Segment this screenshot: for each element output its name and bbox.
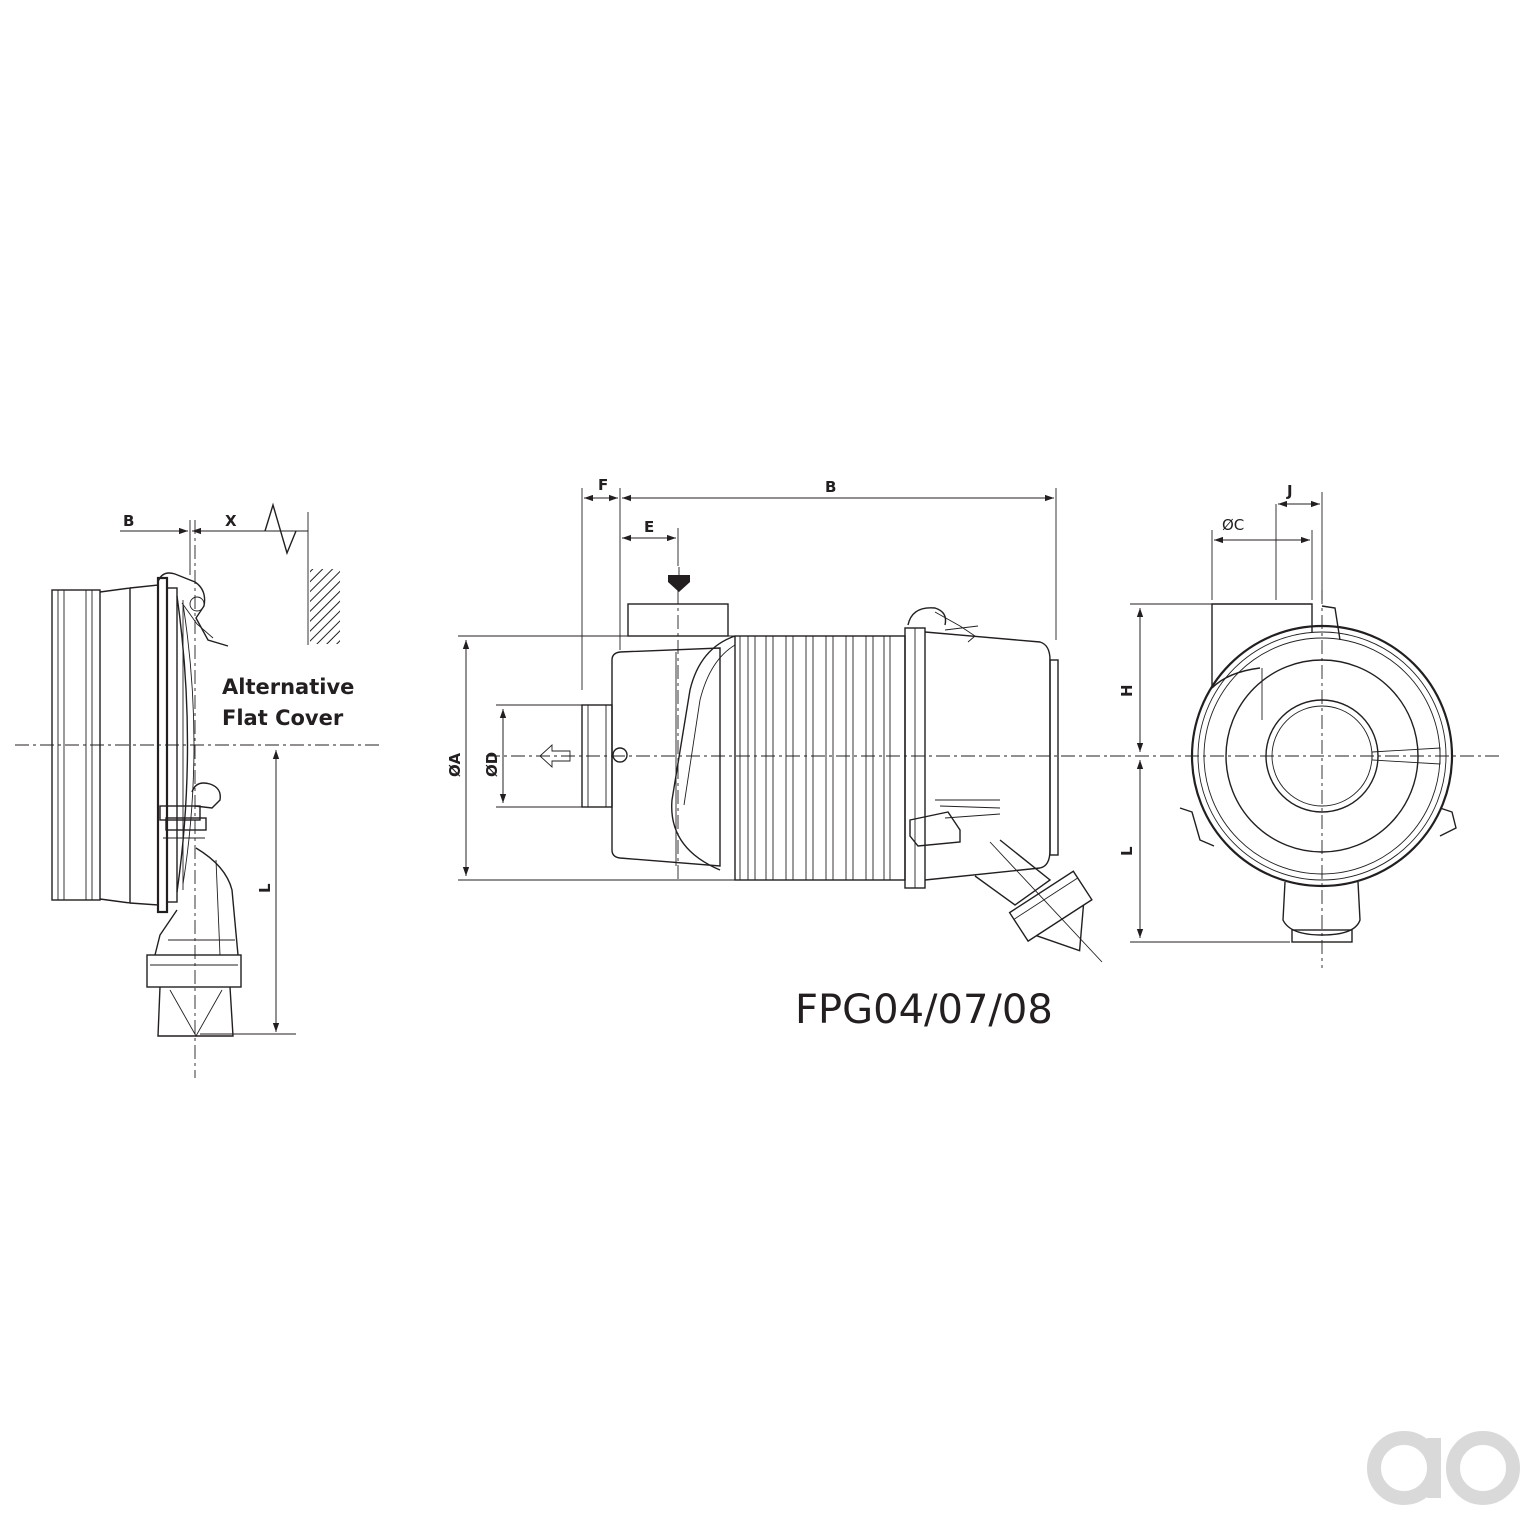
model-label: FPG04/07/08	[795, 987, 1053, 1033]
main-dim-d-label: ØD	[483, 752, 501, 777]
note-line-2: Flat Cover	[222, 706, 344, 730]
side-dim-b-label: B	[123, 512, 134, 530]
main-dim-e-label: E	[644, 518, 654, 536]
end-dim-l-label: L	[1118, 846, 1136, 856]
end-view: J ØC H L	[1110, 482, 1500, 968]
end-dim-j-label: J	[1286, 482, 1293, 500]
side-view: B X L Alternative Flat Cover	[15, 502, 380, 1078]
main-view: F B E ØA ØD	[446, 476, 1130, 963]
end-dim-c-label: ØC	[1222, 516, 1244, 534]
ao-logo	[1367, 1431, 1520, 1505]
note-line-1: Alternative	[222, 675, 354, 699]
side-dim-x-label: X	[225, 512, 237, 530]
wall-hatch	[310, 569, 340, 644]
main-dim-f-label: F	[598, 476, 608, 494]
end-dim-h-label: H	[1118, 684, 1136, 697]
body-ribs	[739, 636, 891, 880]
main-dim-b-label: B	[825, 478, 836, 496]
main-dim-a-label: ØA	[446, 753, 464, 777]
side-dim-l-label: L	[256, 883, 274, 893]
